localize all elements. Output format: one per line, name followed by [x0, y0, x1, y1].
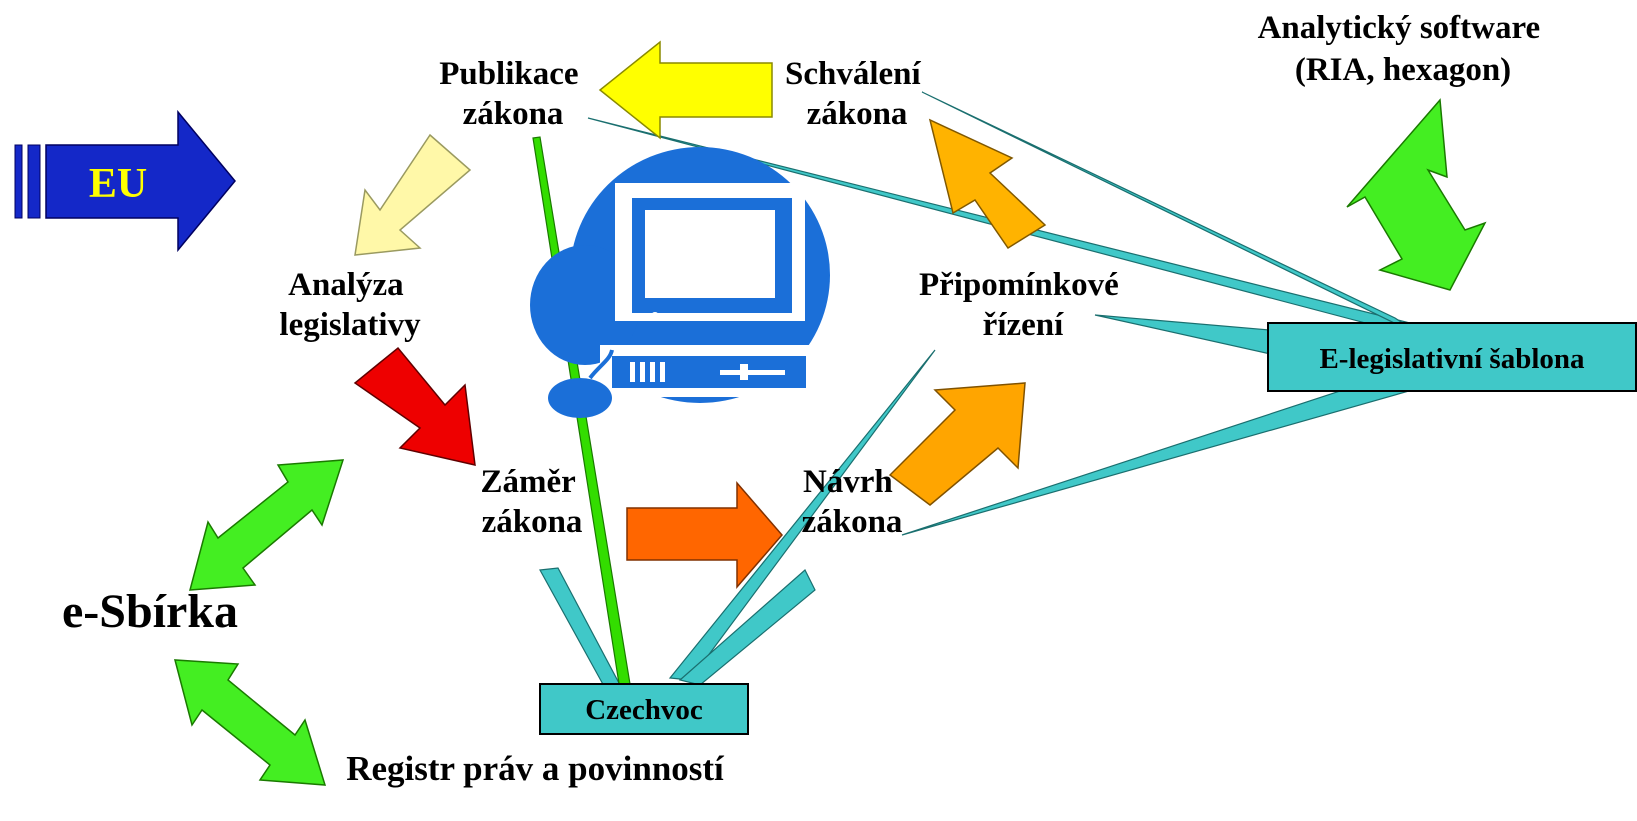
arrow-pripominkove-to-schvaleni [928, 118, 1047, 250]
navrh-line-2: zákona [802, 504, 903, 540]
pripominkove-label: Připomínkové řízení [919, 267, 1127, 343]
zamer-label: Záměr zákona [481, 464, 584, 540]
sablona-label: E-legislativní šablona [1319, 343, 1585, 375]
spike-to-pripominkove [1094, 314, 1276, 356]
bidirectional-arrow-analyticky [1346, 98, 1487, 291]
publikace-label: Publikace zákona [439, 56, 587, 132]
computer-icon [530, 147, 830, 418]
analyticky-line-2: (RIA, hexagon) [1295, 52, 1511, 88]
czechvoc-label: Czechvoc [585, 694, 703, 726]
eu-arrow-stripe-2 [27, 144, 41, 219]
analyticky-line-1: Analytický software [1258, 10, 1541, 46]
navrh-label: Návrh zákona [802, 464, 903, 540]
analyza-label: Analýza legislativy [279, 267, 421, 343]
schvaleni-label: Schválení zákona [785, 56, 929, 132]
arrow-publikace-to-analyza [354, 133, 472, 256]
sablona-box: E-legislativní šablona [1267, 322, 1637, 392]
bidirectional-arrow-esbirka-registr [174, 659, 327, 786]
eu-arrow: EU [14, 109, 236, 253]
eu-arrow-stripe-1 [14, 144, 23, 219]
pripominkove-line-1: Připomínkové [919, 267, 1119, 303]
analyticky-label: Analytický software (RIA, hexagon) [1258, 10, 1549, 88]
czechvoc-box: Czechvoc [539, 683, 749, 735]
pripominkove-line-2: řízení [983, 307, 1064, 343]
arrow-analyza-to-zamer [353, 346, 476, 466]
arrow-navrh-to-pripominkove [888, 382, 1026, 506]
eu-arrow-body [45, 109, 236, 253]
zamer-line-2: zákona [482, 504, 583, 540]
analyza-line-1: Analýza [288, 267, 404, 303]
analyza-line-2: legislativy [279, 307, 421, 343]
eu-label: EU [89, 161, 147, 207]
publikace-line-1: Publikace [439, 56, 578, 92]
schvaleni-line-2: zákona [807, 96, 908, 132]
schvaleni-line-1: Schválení [785, 56, 922, 92]
zamer-line-1: Záměr [481, 464, 576, 500]
arrow-zamer-to-navrh [626, 480, 783, 590]
publikace-line-2: zákona [463, 96, 564, 132]
registr-label: Registr práv a povinností [346, 749, 725, 788]
esbirka-label: e-Sbírka [62, 585, 238, 638]
navrh-line-1: Návrh [803, 464, 893, 500]
bidirectional-arrow-esbirka-analyza [189, 459, 345, 591]
spike-to-pripominkove-from-czechvoc [668, 349, 936, 681]
arrow-schvaleni-to-publikace [598, 40, 773, 140]
